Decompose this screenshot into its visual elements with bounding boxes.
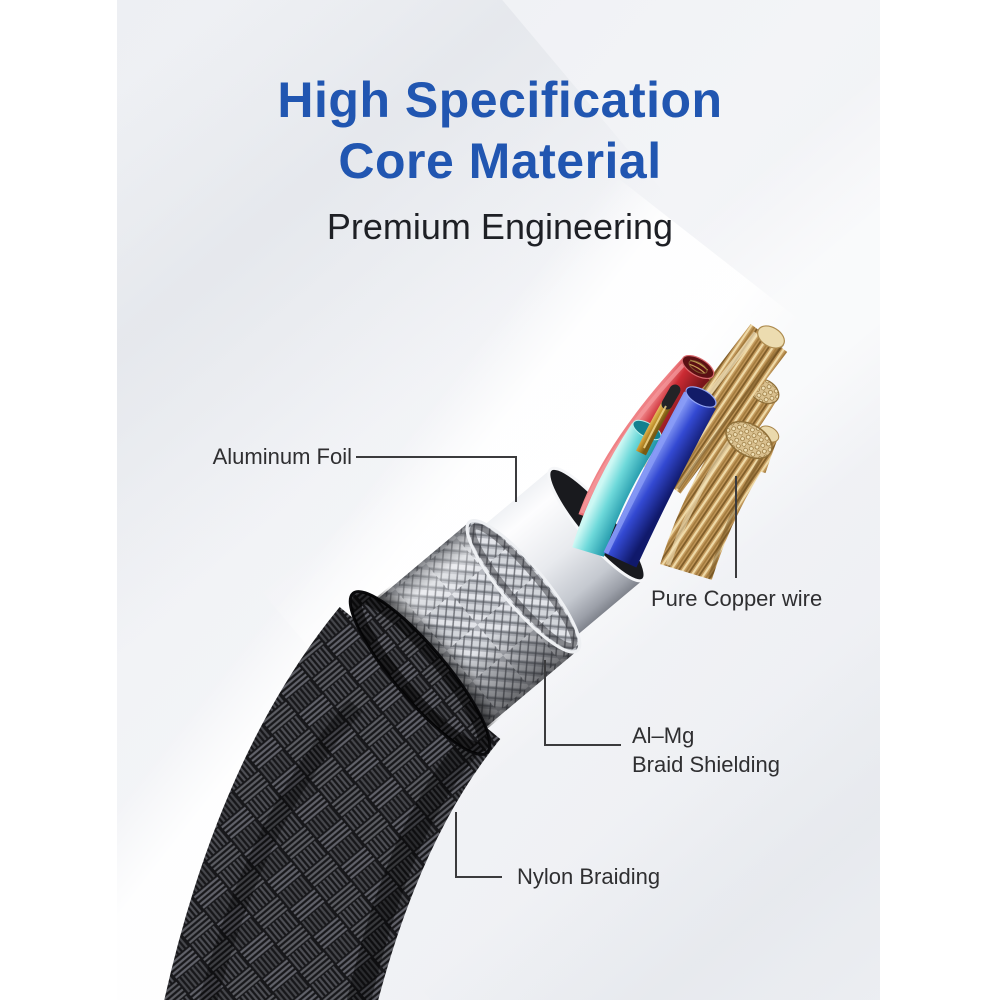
callout-label-aluminum-foil: Aluminum Foil [212, 444, 352, 469]
aluminum-foil-pointer-line [356, 456, 517, 502]
title-line-1: High Specification [277, 72, 723, 128]
inner-wires [572, 324, 788, 581]
callout-label-pure-copper-wire: Pure Copper wire [651, 586, 823, 611]
braid-shielding-pointer-line [544, 660, 621, 746]
page-subtitle: Premium Engineering [326, 206, 674, 247]
blue-wire [603, 386, 717, 568]
gold-wire [636, 384, 681, 456]
nylon-braid-layer [164, 590, 502, 1000]
braid-shielding-label-line-1: Al–Mg [632, 723, 695, 748]
copper-bundle-right [660, 420, 780, 581]
callout-lines [356, 456, 737, 878]
nylon-braiding-pointer-line [455, 812, 502, 878]
callout-label-braid-shielding: Al–Mg Braid Shielding [632, 721, 780, 779]
page-title: High Specification Core Material [0, 70, 1000, 192]
callout-label-nylon-braiding: Nylon Braiding [517, 864, 661, 889]
title-line-2: Core Material [338, 133, 662, 189]
braid-shielding-label-line-2: Braid Shielding [632, 752, 780, 777]
